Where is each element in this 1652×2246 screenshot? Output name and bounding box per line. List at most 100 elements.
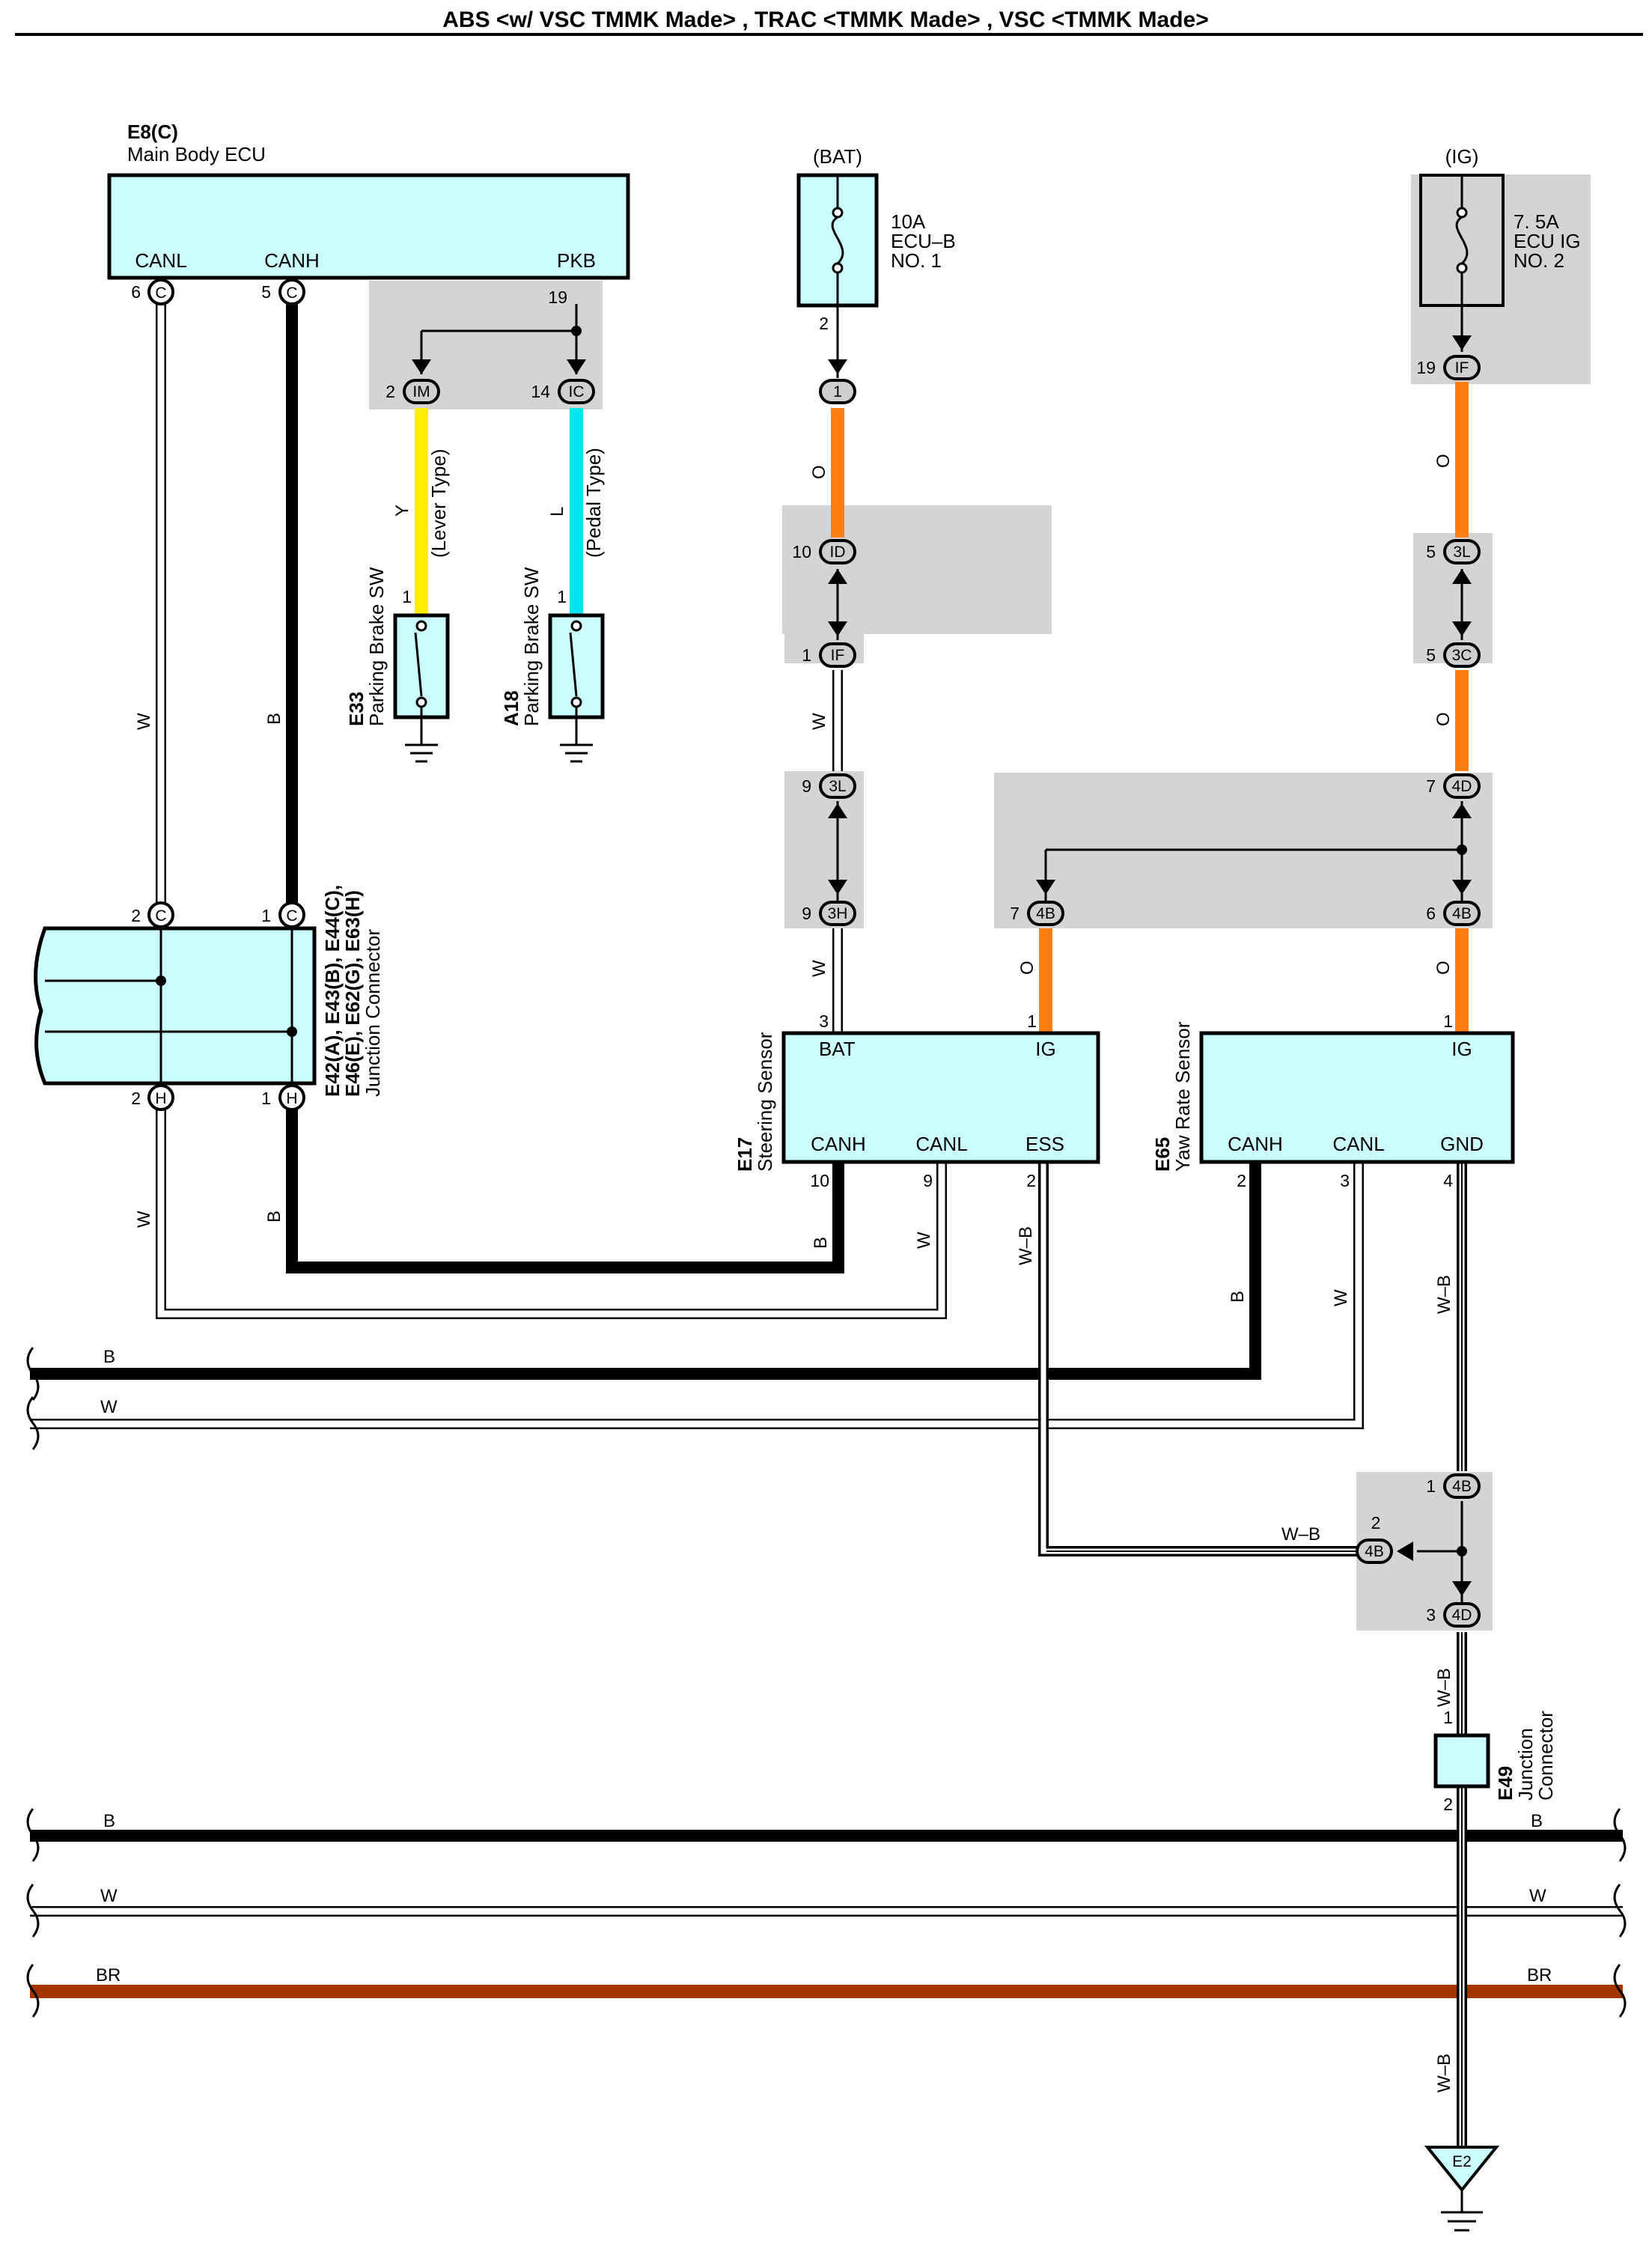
svg-text:4B: 4B [1452,905,1472,922]
wire-label-o-1: O [809,465,829,479]
bus-label-w-3: W [1529,1886,1546,1906]
svg-text:1: 1 [1443,1011,1453,1031]
wire-label-w-1: W [134,713,154,730]
connector-3h: 3H 9 [802,901,856,926]
svg-text:IF: IF [831,647,845,664]
svg-text:4D: 4D [1452,778,1472,795]
wire-label-wb-4: W–B [1434,1668,1454,1707]
svg-text:10A: 10A [891,210,926,233]
connector-id: ID 10 [792,539,856,636]
svg-text:Connector: Connector [1534,1711,1557,1801]
svg-text:H: H [155,1090,166,1107]
fuse-ecu-b: (BAT) 10A ECU–B NO. 1 2 [796,145,956,333]
parking-brake-sw-pedal: 1 A18 Parking Brake SW [500,567,605,763]
svg-text:10: 10 [810,1171,829,1190]
svg-text:2: 2 [131,1089,141,1108]
connector-3c: 3C 5 [1426,642,1481,668]
connector-bat-1: 1 [819,359,856,404]
svg-text:BAT: BAT [819,1038,856,1060]
svg-text:E46(E), E62(G), E63(H): E46(E), E62(G), E63(H) [341,890,364,1097]
svg-text:ESS: ESS [1025,1133,1064,1155]
svg-text:E42(A), E43(B), E44(C),: E42(A), E43(B), E44(C), [321,885,344,1097]
wire-label-wb-2: W–B [1434,1275,1454,1314]
svg-text:9: 9 [923,1171,933,1190]
svg-text:2: 2 [1443,1795,1453,1814]
junction-connector: C C H H 2 1 2 1 E42(A), E43(B), E44(C), … [34,885,384,1111]
svg-text:GND: GND [1440,1133,1484,1155]
bus-label-b-3: B [1531,1811,1543,1831]
wire-b-lower-loop [286,1110,844,1273]
svg-text:7: 7 [1010,904,1019,923]
connector-4b-d: 4B 2 [1356,1513,1413,1564]
svg-text:3: 3 [1426,1605,1436,1625]
svg-text:(BAT): (BAT) [813,145,862,168]
svg-text:4D: 4D [1452,1607,1472,1624]
connector-4b-a: 4B 7 [1010,901,1064,926]
svg-text:E65: E65 [1151,1137,1174,1172]
svg-text:C: C [286,907,297,925]
svg-text:1: 1 [1443,1708,1453,1727]
svg-text:H: H [286,1090,297,1107]
svg-text:C: C [286,284,297,302]
svg-text:IG: IG [1035,1038,1055,1060]
connector-ic: IC 14 [531,359,595,404]
bus-label-br-1: BR [96,1965,121,1985]
svg-text:C: C [155,284,166,302]
svg-text:Yaw Rate Sensor: Yaw Rate Sensor [1171,1021,1194,1172]
svg-text:19: 19 [1416,358,1436,377]
svg-text:1: 1 [1027,1011,1037,1031]
wire-label-l: L [547,507,567,517]
wire-label-b-3: B [811,1237,831,1249]
svg-text:3: 3 [819,1011,829,1031]
bus-label-b-1: B [103,1347,115,1367]
wire-label-o-4: O [1017,961,1037,975]
svg-text:1: 1 [557,587,567,606]
wire-label-o-5: O [1433,961,1454,975]
wire-label-w-3: W [809,960,829,977]
ecu-name: Main Body ECU [127,143,266,165]
svg-text:4: 4 [1443,1171,1453,1190]
bus-label-w-2: W [100,1886,118,1906]
svg-text:Junction Connector: Junction Connector [362,929,384,1097]
svg-text:Junction: Junction [1514,1728,1537,1801]
svg-text:7: 7 [1426,776,1436,796]
pedal-type-note: (Pedal Type) [582,448,605,558]
svg-text:1: 1 [402,587,412,606]
connector-if-b: IF 19 [1416,335,1481,380]
svg-text:5: 5 [1426,542,1436,562]
wire-label-b-1: B [264,713,284,725]
connector-3l-b: 3L 5 [1426,539,1481,636]
connector-if-a: IF 1 [802,642,856,668]
ground-e2: E2 [1424,2146,1500,2232]
svg-text:14: 14 [531,382,550,401]
svg-text:2: 2 [1026,1171,1036,1190]
svg-text:IC: IC [569,383,585,401]
svg-text:4B: 4B [1452,1478,1472,1495]
connector-3l-a: 3L 9 [802,773,856,895]
ecu-code: E8(C) [127,121,178,143]
svg-text:2: 2 [819,314,829,333]
svg-text:2: 2 [131,906,141,925]
main-body-ecu: E8(C) Main Body ECU CANL CANH PKB C C 6 … [107,121,630,307]
yaw-rate-sensor: IG CANH CANL GND 1 2 3 4 E65 Yaw Rate Se… [1151,1011,1515,1190]
connector-im: IM 2 [385,359,440,404]
wire-label-o-3: O [1433,712,1454,726]
svg-text:4B: 4B [1365,1543,1384,1560]
svg-text:4B: 4B [1036,905,1055,922]
svg-text:1: 1 [1426,1476,1436,1496]
wire-label-b-4: B [1228,1291,1248,1303]
svg-text:CANH: CANH [1228,1133,1283,1155]
bus-label-br-2: BR [1527,1965,1552,1985]
bus-label-b-2: B [103,1811,115,1831]
svg-text:5: 5 [261,282,271,302]
svg-text:3L: 3L [829,778,846,795]
break-marks [26,1347,1627,2018]
wire-label-wb-1: W–B [1016,1226,1036,1265]
svg-text:9: 9 [802,904,811,923]
svg-text:CANH: CANH [811,1133,866,1155]
steering-sensor: BAT IG CANH CANL ESS 3 1 10 9 2 E17 Stee… [734,1011,1100,1190]
svg-text:10: 10 [792,542,811,562]
svg-text:2: 2 [1371,1513,1381,1533]
svg-text:7. 5A: 7. 5A [1514,210,1559,233]
wire-label-wb-3: W–B [1281,1524,1320,1544]
